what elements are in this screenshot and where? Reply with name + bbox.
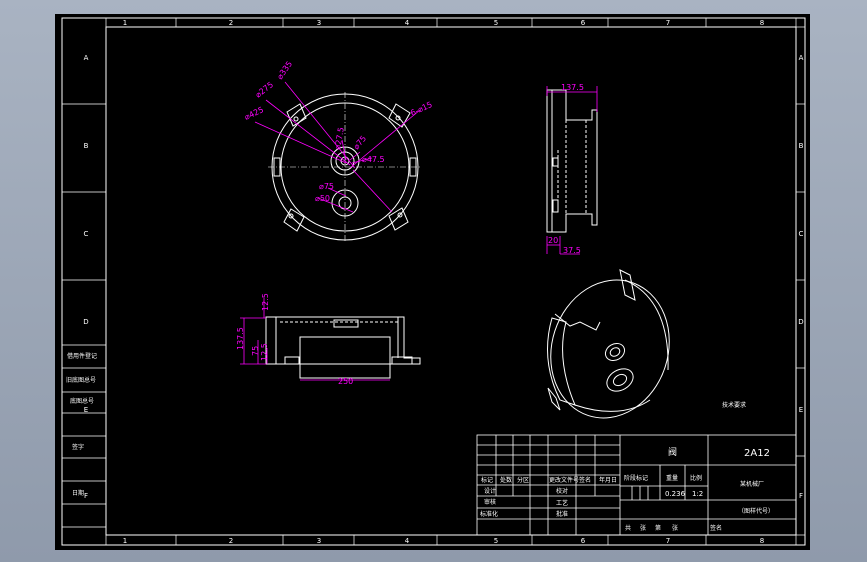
tb-stage: 比例 xyxy=(690,474,702,482)
inner-border xyxy=(105,26,797,536)
strip-label: 日期 xyxy=(72,489,84,497)
zone-label: 7 xyxy=(666,537,670,545)
isometric-view[interactable] xyxy=(533,265,687,434)
tb-header: 标记 xyxy=(481,476,493,484)
zone-label: 8 xyxy=(760,19,764,27)
dim-label: ⌀50 xyxy=(315,194,330,203)
zone-label: 7 xyxy=(666,19,670,27)
top-view-dimensions: 12.5 137.5 75 12.5 250 xyxy=(236,293,353,386)
zone-label: 1 xyxy=(123,19,127,27)
tb-role: 工艺 xyxy=(556,499,568,507)
zone-label: 5 xyxy=(494,19,498,27)
title-block-text: 标记 处数 分区 更改文件号 签名 年月日 设计 校对 审核 工艺 标准化 批准… xyxy=(480,447,774,532)
front-view-leaders xyxy=(254,81,421,213)
zone-label: D xyxy=(83,318,88,326)
tb-header: 年月日 xyxy=(599,476,617,484)
zone-label: A xyxy=(84,54,89,62)
left-strip-labels: 借用件登记 旧底图总号 底图总号 签字 日期 xyxy=(66,352,97,497)
tb-weight: 0.236 xyxy=(665,490,686,498)
outer-border xyxy=(61,17,806,546)
tb-scale: 1:2 xyxy=(692,490,703,498)
front-view[interactable] xyxy=(268,92,422,243)
tb-stage: 重量 xyxy=(666,474,678,482)
side-view[interactable] xyxy=(546,89,598,233)
zone-label: 8 xyxy=(760,537,764,545)
top-view[interactable] xyxy=(265,316,421,379)
tb-drawing-no: （图样代号） xyxy=(738,507,774,515)
zone-label: F xyxy=(799,492,803,500)
title-block xyxy=(476,434,797,536)
tb-bottom: 张 xyxy=(640,524,646,532)
zone-label: 5 xyxy=(494,537,498,545)
tb-header: 更改文件号 xyxy=(549,476,579,484)
tb-role: 标准化 xyxy=(480,510,498,518)
tb-bottom: 共 xyxy=(625,524,631,532)
dim-label: 75 xyxy=(251,346,260,356)
tb-stage: 阶段标记 xyxy=(624,474,648,482)
zone-label: 2 xyxy=(229,19,233,27)
zone-label: 3 xyxy=(317,19,321,27)
zone-label: E xyxy=(799,406,803,414)
side-view-dimensions: 137.5 20 37.5 xyxy=(548,83,584,255)
dim-label: 250 xyxy=(338,377,353,386)
zone-label: 2 xyxy=(229,537,233,545)
strip-label: 底图总号 xyxy=(70,397,94,405)
side-view-dim-lines xyxy=(546,86,598,255)
dim-label: 137.5 xyxy=(561,83,584,92)
zone-label: 4 xyxy=(405,19,410,27)
zone-label: D xyxy=(798,318,803,326)
zone-label: C xyxy=(84,230,89,238)
tb-bottom: 第 xyxy=(655,524,661,532)
tb-header: 分区 xyxy=(517,476,529,484)
strip-label: 旧底图总号 xyxy=(66,376,96,384)
zone-label: 3 xyxy=(317,537,321,545)
zone-label: C xyxy=(799,230,804,238)
zone-label: 6 xyxy=(581,19,586,27)
tech-note: 技术要求 xyxy=(722,401,746,409)
tb-role: 批准 xyxy=(556,510,568,518)
top-view-dim-lines xyxy=(240,298,390,381)
tb-company: 某机械厂 xyxy=(740,480,764,488)
dim-label: 37.5 xyxy=(563,246,581,255)
paper-background xyxy=(55,14,810,550)
dim-label: 20 xyxy=(548,236,558,245)
tb-material: 2A12 xyxy=(744,448,770,459)
left-strip-table xyxy=(62,103,106,528)
zone-label: 6 xyxy=(581,537,586,545)
dim-label: 12.5 xyxy=(260,343,269,361)
tb-signature: 签名 xyxy=(710,524,722,532)
tb-role: 审核 xyxy=(484,498,496,506)
zone-label: A xyxy=(799,54,804,62)
tb-bottom: 张 xyxy=(672,524,678,532)
dim-label: 137.5 xyxy=(236,327,245,350)
dim-label: 12.5 xyxy=(261,293,270,311)
zone-ticks xyxy=(105,18,805,545)
zone-label: E xyxy=(84,406,88,414)
tb-part-name: 阀 xyxy=(668,447,677,458)
tb-header: 签名 xyxy=(579,476,591,484)
zone-label: 4 xyxy=(405,537,410,545)
zone-label: B xyxy=(84,142,89,150)
zone-label: B xyxy=(799,142,804,150)
dim-label: ⌀47.5 xyxy=(362,155,385,164)
dim-label: ⌀75 xyxy=(319,182,334,191)
zone-label: F xyxy=(84,492,88,500)
tb-role: 设计 xyxy=(484,487,496,495)
strip-label: 签字 xyxy=(72,443,84,451)
strip-label: 借用件登记 xyxy=(67,352,97,360)
dim-label: ⌀27.5 xyxy=(333,126,346,150)
tb-header: 处数 xyxy=(500,476,512,484)
tb-role: 校对 xyxy=(556,487,568,495)
zone-label: 1 xyxy=(123,537,127,545)
